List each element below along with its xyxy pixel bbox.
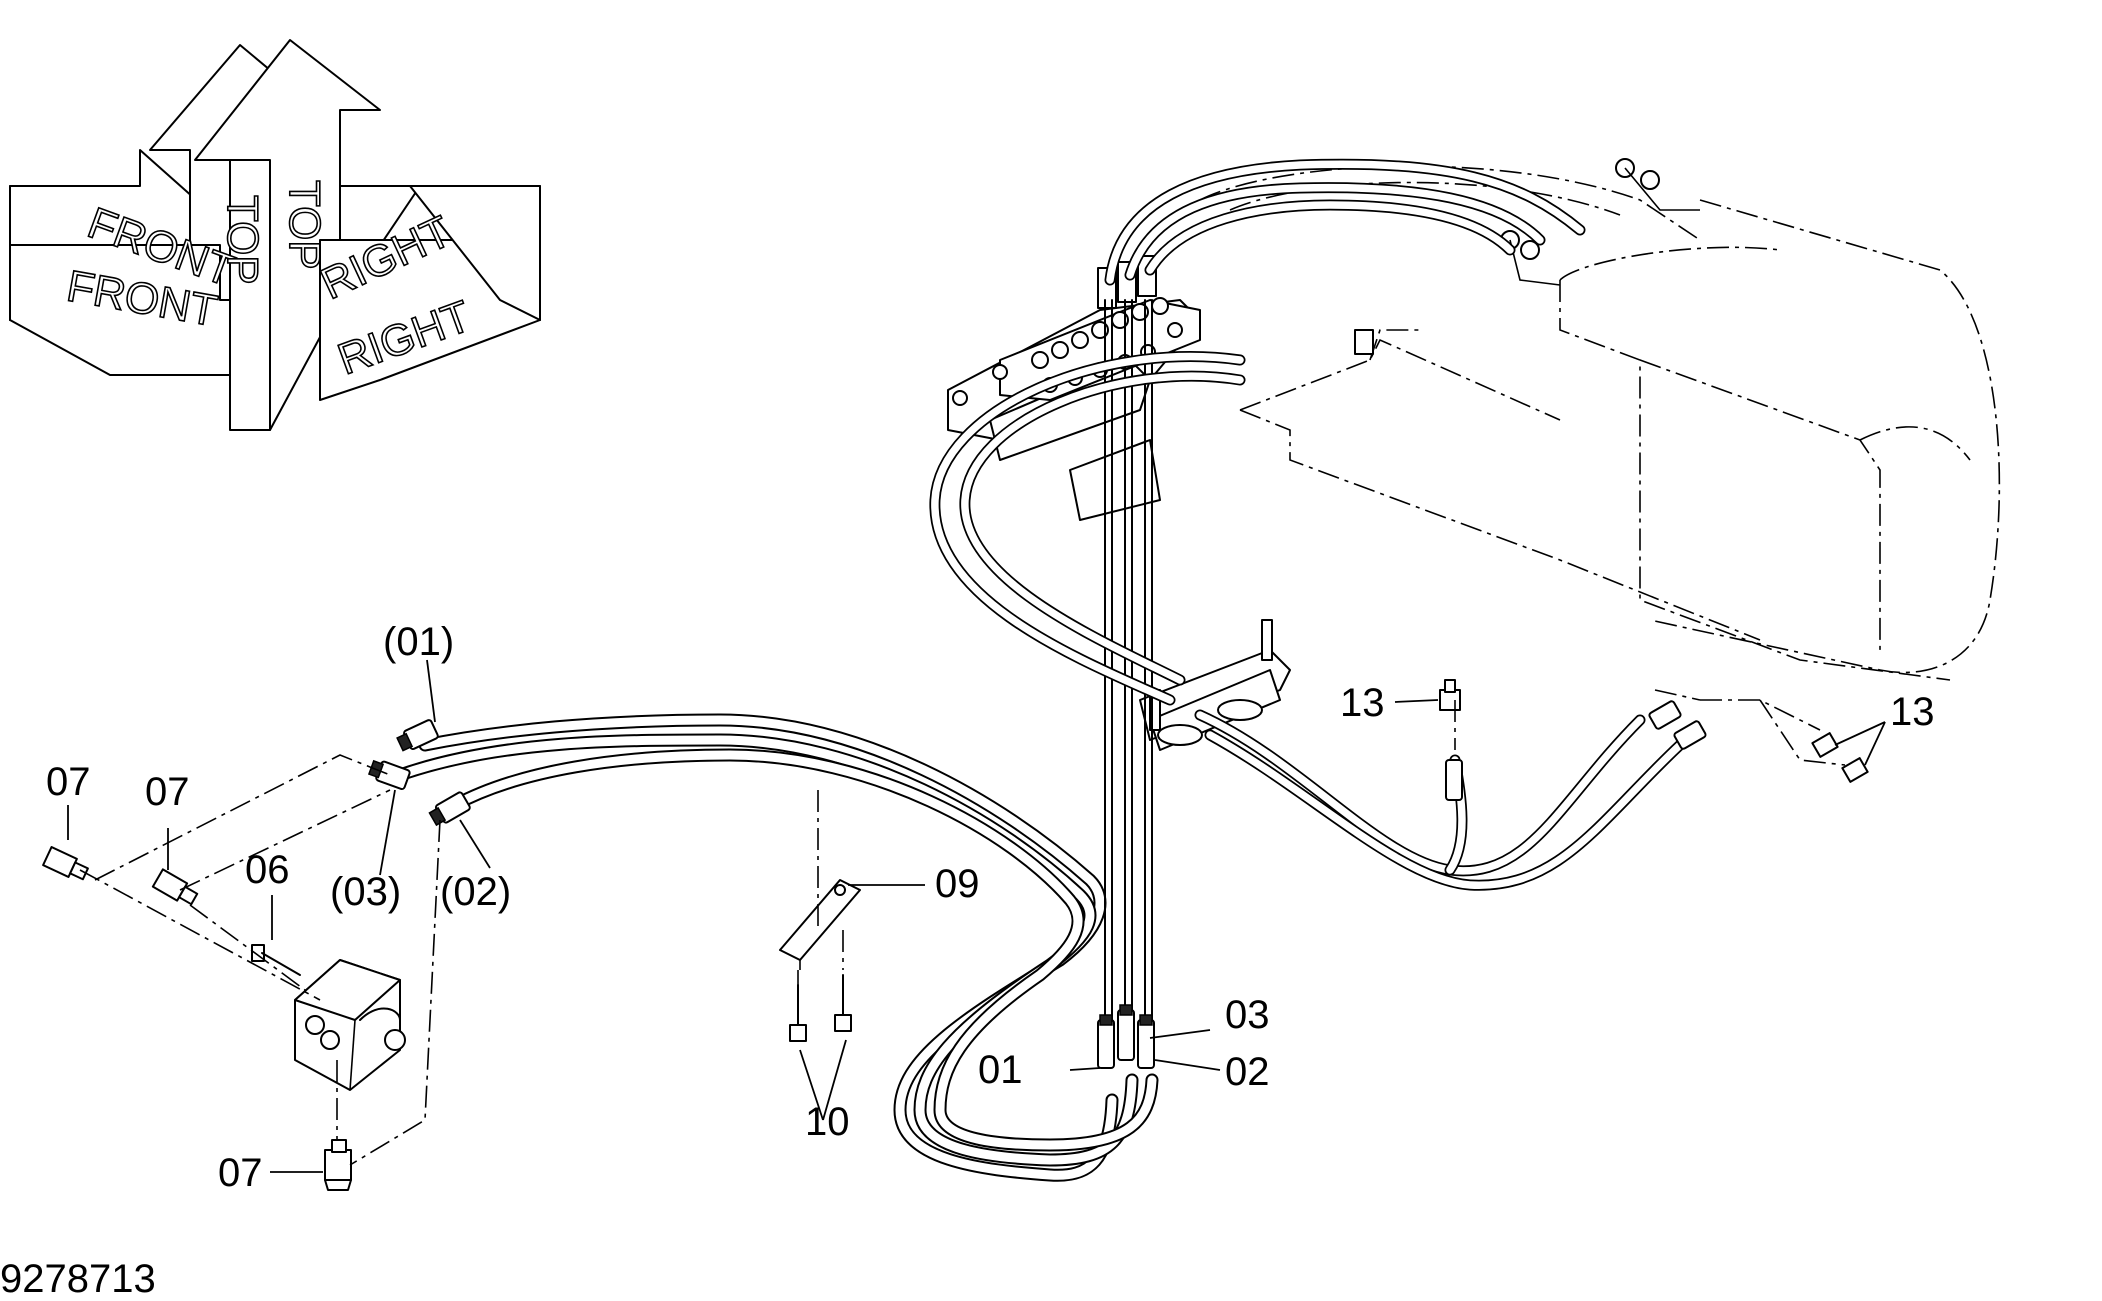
control-valve-assembly <box>947 255 1201 521</box>
callout-02: 02 <box>1225 1050 1270 1094</box>
bolts-10 <box>789 974 852 1042</box>
orientation-indicator: FRONT FRONT TOP TOP RIGHT RIGHT <box>9 39 541 431</box>
connectors-13 <box>1439 679 1869 783</box>
callout-10: 10 <box>805 1100 850 1144</box>
hydraulic-tank-phantom <box>1199 158 2001 681</box>
callout-07-b: 07 <box>145 770 190 814</box>
figure-number: 9278713 <box>0 1257 156 1301</box>
callout-labels: (01) (03) (02) 07 07 06 07 09 10 01 03 0… <box>0 620 1935 1301</box>
hose-03 <box>393 733 1139 1167</box>
pilot-valve-block <box>294 959 406 1091</box>
hose-fittings <box>367 700 1707 1069</box>
sensor-fitting-07a <box>42 846 89 881</box>
callout-03: 03 <box>1225 993 1270 1037</box>
callout-07-a: 07 <box>46 760 91 804</box>
callout-09: 09 <box>935 862 980 906</box>
plate-bracket-09 <box>779 879 861 970</box>
screw-06 <box>251 944 301 976</box>
elbow-fitting-07c <box>324 1139 352 1191</box>
callout-03-paren: (03) <box>330 870 401 914</box>
hose-01 <box>418 713 1119 1182</box>
callout-07-c: 07 <box>218 1151 263 1195</box>
callout-01-paren: (01) <box>383 620 454 664</box>
callout-13-b: 13 <box>1890 690 1935 734</box>
callout-13-a: 13 <box>1340 681 1385 725</box>
hose-clamp-bracket <box>1139 619 1291 751</box>
callout-01: 01 <box>978 1048 1023 1092</box>
assembly-phantom-lines <box>79 689 1846 1166</box>
top-label: TOP <box>280 180 329 270</box>
hoses <box>393 158 1686 1182</box>
sensor-fitting-07b <box>151 868 199 906</box>
callout-06: 06 <box>245 848 290 892</box>
callout-02-paren: (02) <box>440 870 511 914</box>
top-label-back: TOP <box>218 195 267 285</box>
callout-leaders <box>67 659 1886 1173</box>
